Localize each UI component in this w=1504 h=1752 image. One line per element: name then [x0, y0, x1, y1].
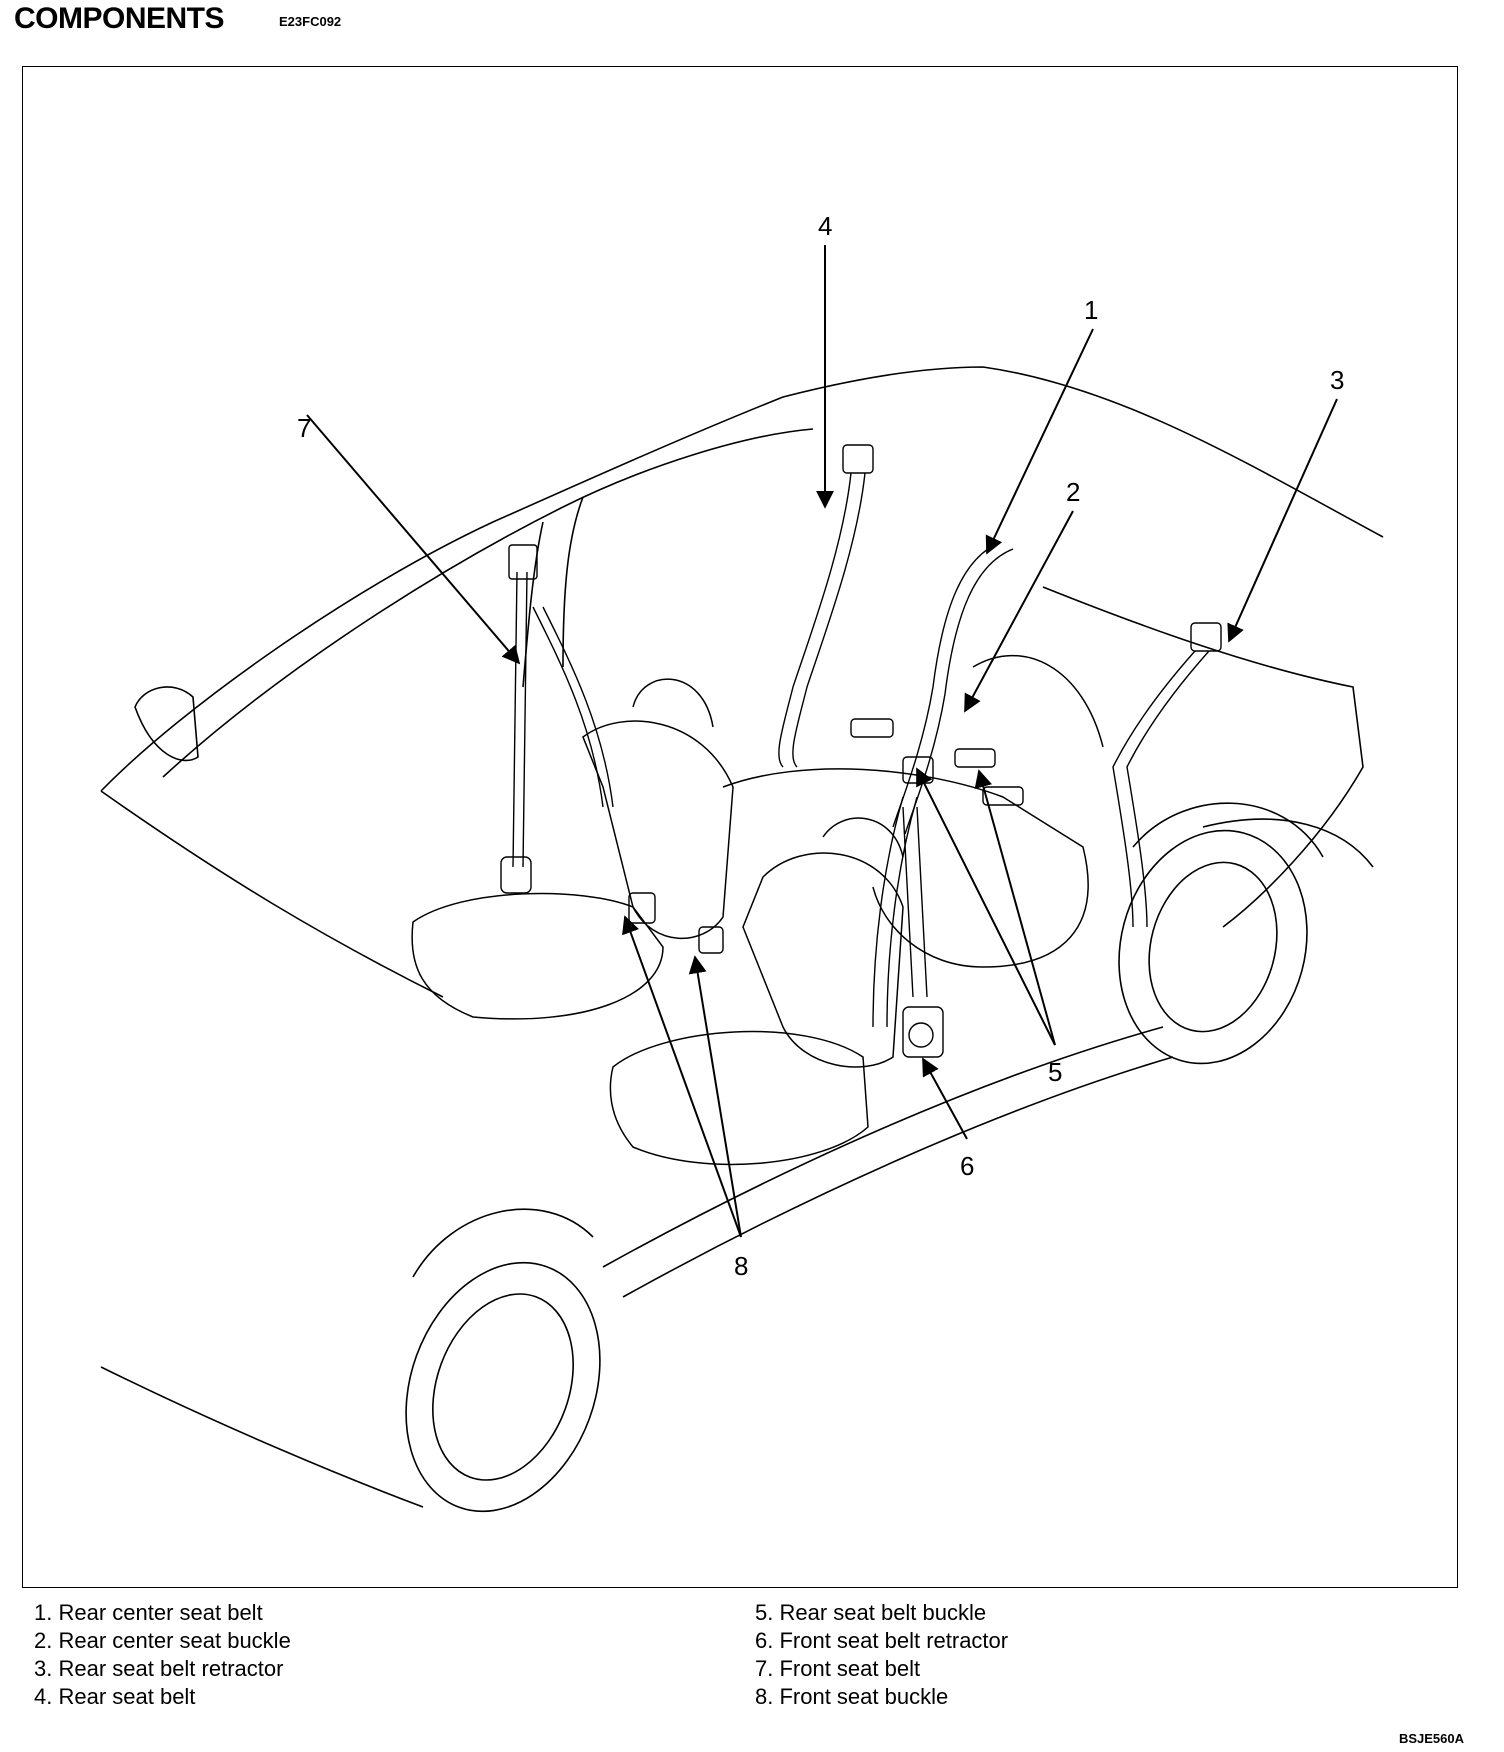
seat-belt-diagram: 4 1 2 3 5 6 7 8: [100, 211, 1384, 1513]
callout-4: 4: [818, 211, 832, 241]
legend-item: 1. Rear center seat belt: [34, 1600, 263, 1625]
legend-left: 1. Rear center seat belt 2. Rear center …: [34, 1599, 291, 1711]
legend-item: 3. Rear seat belt retractor: [34, 1656, 284, 1681]
callout-labels: 4 1 2 3 5 6 7 8: [297, 211, 1344, 1281]
side-mirror: [134, 686, 199, 762]
callout-5: 5: [1048, 1057, 1062, 1087]
car-body-outline: [100, 366, 1384, 1513]
callout-7: 7: [297, 413, 311, 443]
legend-item: 6. Front seat belt retractor: [755, 1628, 1009, 1653]
diagram-frame: 4 1 2 3 5 6 7 8: [22, 66, 1458, 1588]
legend-right: 5. Rear seat belt buckle 6. Front seat b…: [755, 1599, 1008, 1711]
section-code: E23FC092: [279, 14, 342, 29]
figure-reference: BSJE560A: [1398, 1731, 1464, 1746]
legend-item: 5. Rear seat belt buckle: [755, 1600, 987, 1625]
legend-item: 8. Front seat buckle: [755, 1684, 949, 1709]
callout-6: 6: [960, 1151, 974, 1181]
legend-item: 2. Rear center seat buckle: [34, 1628, 291, 1653]
seats-outline: [411, 654, 1104, 1166]
callout-arrows: [306, 245, 1338, 1238]
callout-3: 3: [1330, 365, 1344, 395]
callout-2: 2: [1066, 477, 1080, 507]
callout-1: 1: [1084, 295, 1098, 325]
legend-item: 7. Front seat belt: [755, 1656, 921, 1681]
callout-8: 8: [734, 1251, 748, 1281]
legend-item: 4. Rear seat belt: [34, 1684, 196, 1709]
belts-outline: [500, 444, 1222, 1058]
page-title: COMPONENTS: [14, 2, 225, 35]
